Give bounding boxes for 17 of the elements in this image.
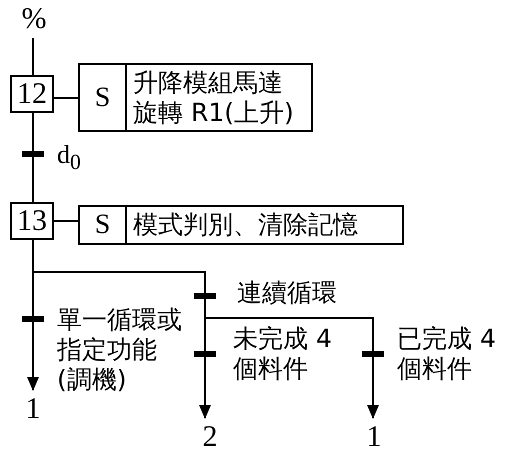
connector-line bbox=[32, 113, 34, 202]
step-reference: 2 bbox=[198, 420, 222, 452]
connector-line bbox=[32, 38, 34, 75]
action-text: 模式判別、清除記憶 bbox=[132, 209, 359, 241]
step-box: 12 bbox=[10, 75, 54, 113]
connector-line bbox=[54, 220, 78, 222]
action-box bbox=[78, 205, 404, 245]
step-reference: 1 bbox=[22, 392, 44, 426]
step-box: 13 bbox=[10, 202, 54, 240]
action-qualifier: S bbox=[80, 207, 127, 243]
step-reference: % bbox=[14, 2, 54, 38]
transition-label: 連續循環 bbox=[237, 278, 337, 308]
action-box bbox=[78, 63, 313, 132]
connector-line bbox=[54, 97, 78, 99]
action-qualifier: S bbox=[80, 65, 127, 130]
action-text: 升降模組馬達旋轉 R1(上升) bbox=[132, 66, 295, 128]
step-reference: 1 bbox=[362, 420, 386, 452]
